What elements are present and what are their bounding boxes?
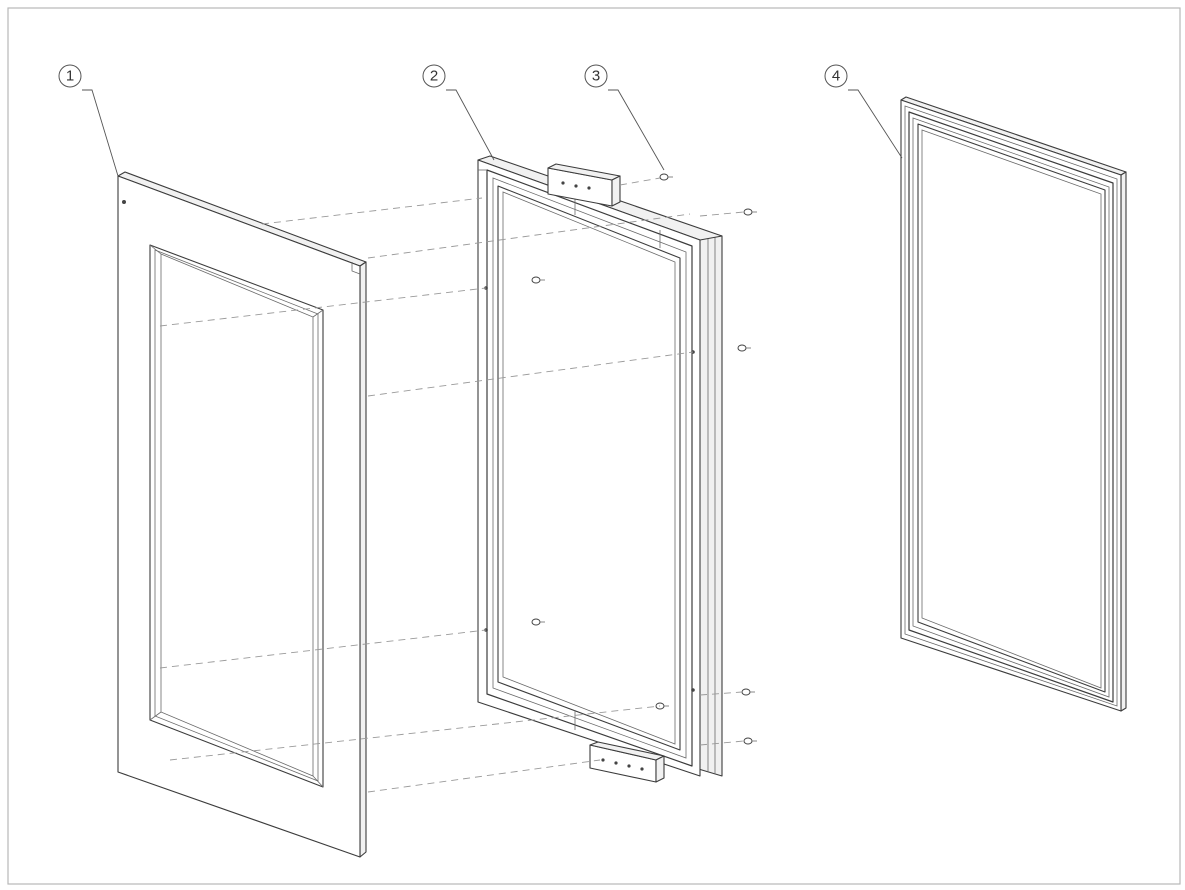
balloon-3: 3 xyxy=(584,64,665,171)
balloon-2: 2 xyxy=(422,64,495,161)
part-2-inner-frame xyxy=(477,155,723,783)
svg-text:3: 3 xyxy=(592,68,600,85)
part-4-outer-frame xyxy=(900,96,1127,712)
drawing-border xyxy=(7,7,1181,885)
svg-text:1: 1 xyxy=(66,68,74,85)
svg-text:2: 2 xyxy=(430,68,438,85)
balloon-1: 1 xyxy=(58,64,119,177)
part-1-door-panel xyxy=(117,171,367,858)
svg-text:4: 4 xyxy=(832,68,840,85)
assembly-lines xyxy=(159,177,745,793)
balloon-4: 4 xyxy=(824,64,903,159)
